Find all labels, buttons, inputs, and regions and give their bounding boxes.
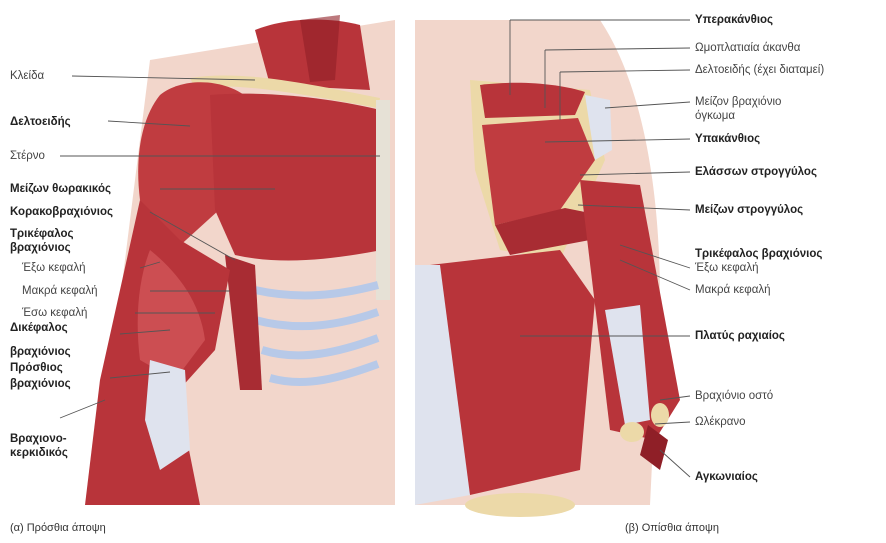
caption-anterior: (α) Πρόσθια άποψη	[10, 522, 106, 534]
posterior-label: Μείζων στρογγύλος	[695, 203, 803, 217]
anterior-label: Μείζων θωρακικός	[10, 182, 111, 196]
posterior-label: Υπακάνθιος	[695, 132, 760, 146]
pectoralis-major	[210, 94, 382, 261]
posterior-label: Πλατύς ραχιαίος	[695, 329, 785, 343]
anterior-label: βραχιόνιος	[10, 345, 71, 359]
posterior-label: Μείζον βραχιόνιο	[695, 95, 781, 109]
anterior-label: Κορακοβραχιόνιος	[10, 205, 113, 219]
posterior-label: Ωλέκρανο	[695, 415, 746, 429]
posterior-label: όγκωμα	[695, 109, 735, 123]
pelvis-edge	[465, 493, 575, 517]
anterior-label: βραχιόνιος	[10, 377, 71, 391]
anterior-label: Έξω κεφαλή	[22, 261, 85, 275]
anterior-label: Έσω κεφαλή	[22, 306, 87, 320]
posterior-label: Αγκωνιαίος	[695, 470, 758, 484]
anterior-label: Τρικέφαλος	[10, 227, 74, 241]
supraspinatus	[480, 83, 585, 118]
anterior-label: κερκιδικός	[10, 446, 68, 460]
posterior-label: Μακρά κεφαλή	[695, 283, 771, 297]
anterior-label: Δικέφαλος	[10, 321, 68, 335]
anterior-label: Βραχιονο-	[10, 432, 67, 446]
anterior-label: Μακρά κεφαλή	[22, 284, 98, 298]
anterior-label: Στέρνο	[10, 149, 45, 163]
caption-posterior: (β) Οπίσθια άποψη	[625, 522, 719, 534]
anterior-label: βραχιόνιος	[10, 241, 71, 255]
posterior-label: Βραχιόνιο οστό	[695, 389, 773, 403]
posterior-label: Υπερακάνθιος	[695, 13, 773, 27]
olecranon	[620, 422, 644, 442]
anterior-label: Κλείδα	[10, 69, 44, 83]
posterior-label: Ωμοπλατιαία άκανθα	[695, 41, 800, 55]
sternum	[376, 100, 390, 300]
anterior-label: Δελτοειδής	[10, 115, 71, 129]
posterior-label: Ελάσσων στρογγύλος	[695, 165, 817, 179]
anterior-label: Πρόσθιος	[10, 361, 63, 375]
posterior-label: Δελτοειδής (έχει διαταμεί)	[695, 63, 824, 77]
posterior-label: Έξω κεφαλή	[695, 261, 758, 275]
posterior-label: Τρικέφαλος βραχιόνιος	[695, 247, 822, 261]
anterior-view-figure	[85, 15, 395, 505]
